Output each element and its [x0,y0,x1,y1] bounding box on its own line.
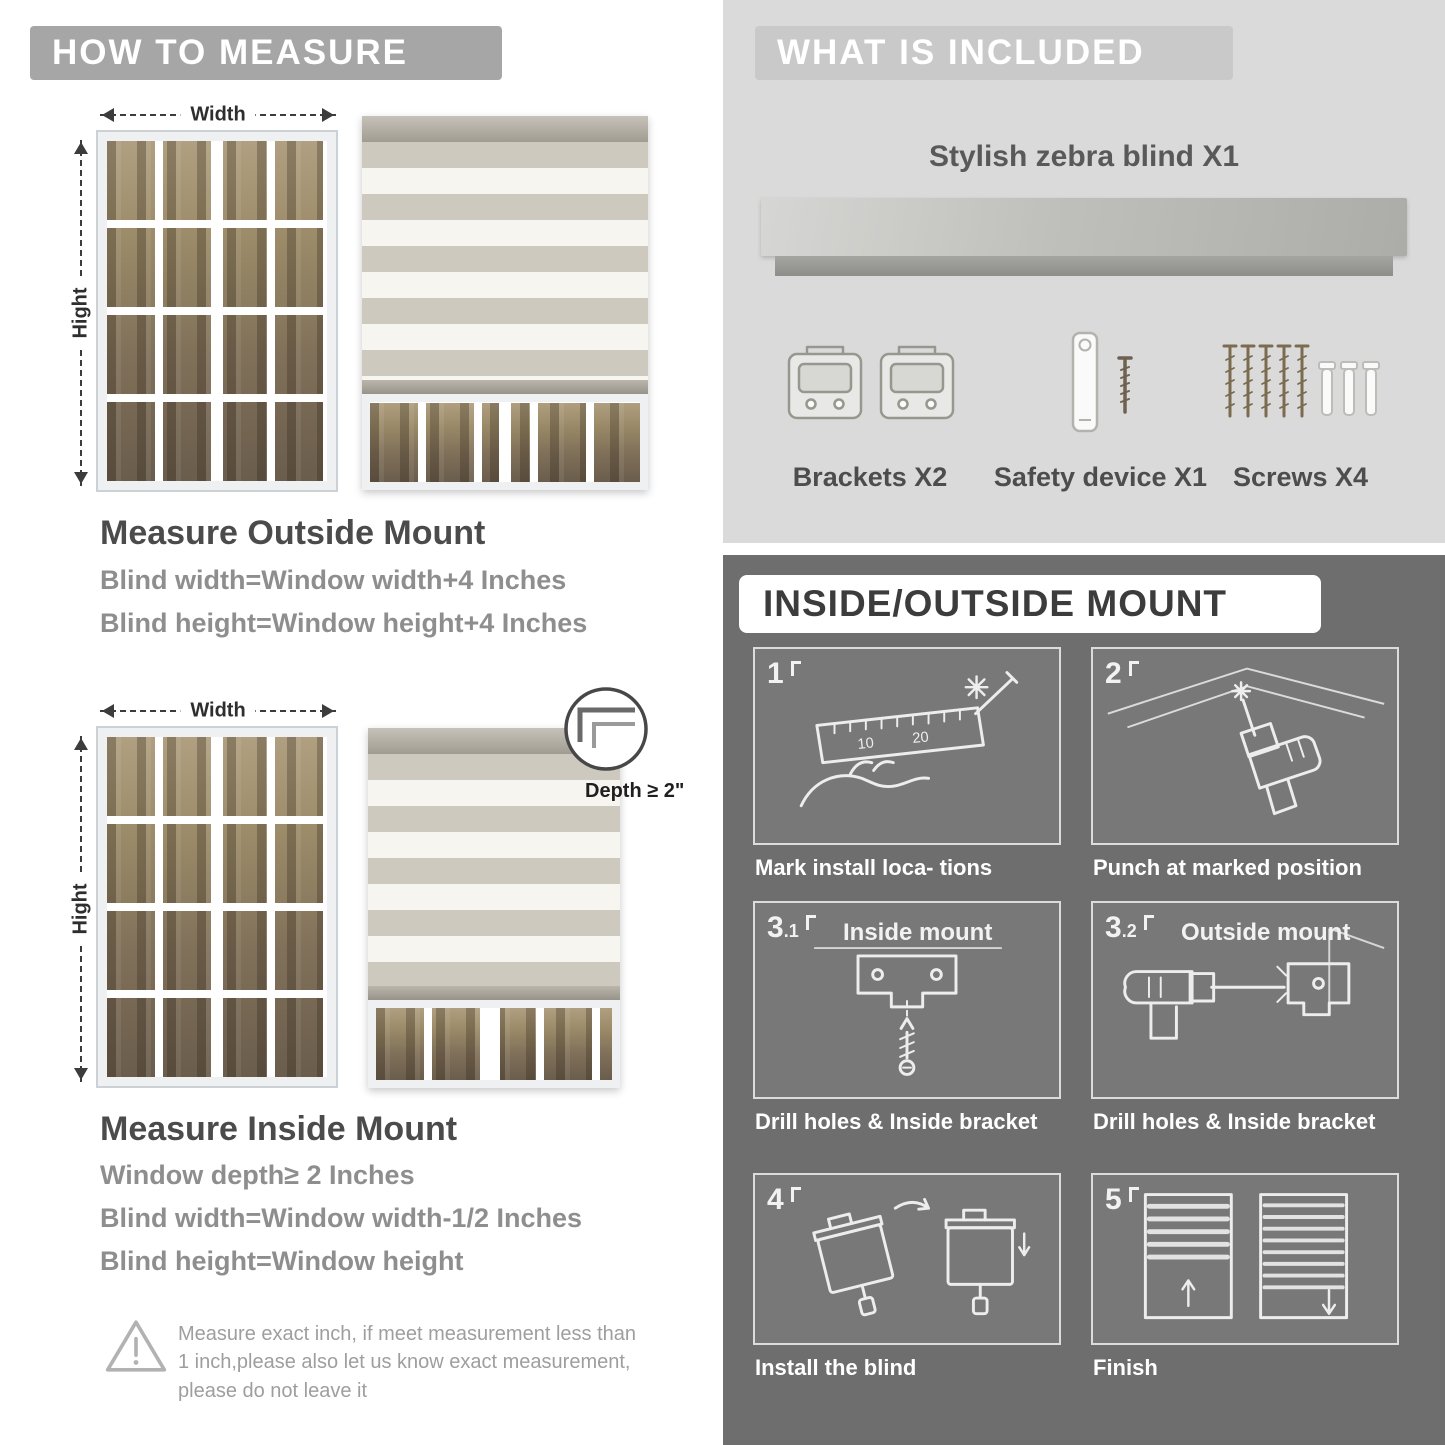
section-divider [723,543,1445,555]
window-illustration-outside [98,132,336,490]
outside-width-label: Width [180,103,256,127]
window-glass [107,737,327,1077]
window-corner-zoom-icon [564,687,648,771]
headrail-illustration [761,198,1407,276]
corner-mark [1143,915,1154,930]
blind-bottom-rail [362,380,648,394]
step-1-illustration: 10 20 [799,671,1019,808]
step-4-caption: Install the blind [755,1355,917,1380]
inside-width-label: Width [180,699,256,723]
step-3-2-box: 3.2 Outside mount [1091,901,1399,1099]
step-3-2-illustration [1123,927,1385,1040]
corner-mark [790,661,801,676]
step-3-1-illustration [813,947,1003,1076]
window-bottom-strip [362,394,648,490]
step-3-2-number: 3.2 [1105,911,1154,945]
measure-note: Measure exact inch, if meet measurement … [178,1323,636,1402]
step-5-number: 5 [1105,1183,1139,1217]
mount-instructions-section: INSIDE/OUTSIDE MOUNT 1 [723,555,1445,1445]
step-number-text: 3 [767,911,784,944]
step-number-sub: .1 [783,921,799,941]
inside-formula-depth: Window depth≥ 2 Inches [100,1160,415,1190]
step-5-box: 5 [1091,1173,1399,1345]
inside-formula-width: Blind width=Window width-1/2 Inches [100,1203,583,1233]
corner-mark [790,1187,801,1202]
zebra-blind-illustration-inside [368,728,620,1088]
brackets-label: Brackets X2 [792,462,948,492]
screws-icon [1218,334,1384,445]
step-5-caption: Finish [1093,1355,1158,1380]
zebra-blind-label: Stylish zebra blind X1 [928,140,1240,173]
window-glass [107,141,327,481]
mount-header: INSIDE/OUTSIDE MOUNT [739,575,1321,633]
window-bottom-strip [368,1000,620,1088]
corner-mark [805,915,816,930]
outside-formula-width: Blind width=Window width+4 Inches [100,565,567,595]
how-to-measure-header: HOW TO MEASURE [30,26,502,80]
step-number-text: 4 [767,1183,784,1216]
safety-device-label: Safety device X1 [993,462,1208,492]
inside-width-arrow: Width [100,699,336,723]
inside-height-arrow: Hight [69,736,93,1082]
step-3-1-box: 3.1 Inside mount [753,901,1061,1099]
zebra-blind-illustration-outside [362,116,648,490]
blind-bottom-rail [368,986,620,1000]
corner-mark [1128,661,1139,676]
step-1-number: 1 [767,657,801,691]
svg-text:20: 20 [912,729,930,747]
screws-label: Screws X4 [1232,462,1369,492]
step-3-2-title: Outside mount [1181,919,1351,946]
outside-width-arrow: Width [100,103,336,127]
step-4-illustration [812,1197,1031,1317]
window-illustration-inside [98,728,336,1086]
outside-formula-height: Blind height=Window height+4 Inches [100,608,588,638]
right-panel: WHAT IS INCLUDED Stylish zebra blind X1 [723,0,1445,1445]
step-2-caption: Punch at marked position [1093,855,1362,880]
warning-triangle-icon [104,1316,168,1381]
blind-cassette [362,116,648,142]
step-3-1-caption: Drill holes & Inside bracket [755,1109,1038,1134]
window-glass [376,1008,612,1080]
step-1-caption: Mark install loca- tions [755,855,993,880]
outside-mount-title: Measure Outside Mount [100,514,486,552]
step-2-number: 2 [1105,657,1139,691]
brackets-icon [781,332,963,445]
step-5-illustration [1143,1193,1349,1320]
depth-label: Depth ≥ 2" [585,780,685,802]
step-4-number: 4 [767,1183,801,1217]
headrail-top [761,198,1407,256]
blind-stripes [368,754,620,986]
step-3-2-caption: Drill holes & Inside bracket [1093,1109,1376,1134]
outside-height-arrow: Hight [69,140,93,486]
depth-callout-circle [563,686,649,772]
step-number-text: 1 [767,657,784,690]
how-to-measure-section: HOW TO MEASURE Width Hight Measure Outsi… [30,26,685,1402]
inside-height-label: Hight [69,873,93,945]
step-1-box: 1 10 20 [753,647,1061,845]
step-2-illustration [1107,667,1385,816]
corner-mark [1128,1187,1139,1202]
inside-mount-title: Measure Inside Mount [100,1110,458,1148]
svg-text:10: 10 [857,735,875,753]
inside-formula-height: Blind height=Window height [100,1246,464,1276]
safety-device-icon [1043,328,1153,455]
step-4-box: 4 [753,1173,1061,1345]
blind-stripes [362,142,648,380]
step-number-sub: .2 [1121,921,1137,941]
step-3-1-title: Inside mount [843,919,993,946]
step-3-1-number: 3.1 [767,911,816,945]
step-2-box: 2 [1091,647,1399,845]
what-is-included-section: WHAT IS INCLUDED Stylish zebra blind X1 [723,0,1445,543]
window-glass [370,402,640,482]
headrail-valance [775,256,1393,276]
step-number-text: 3 [1105,911,1122,944]
outside-height-label: Hight [69,277,93,349]
step-number-text: 5 [1105,1183,1122,1216]
what-is-included-header: WHAT IS INCLUDED [755,26,1233,80]
step-number-text: 2 [1105,657,1122,690]
